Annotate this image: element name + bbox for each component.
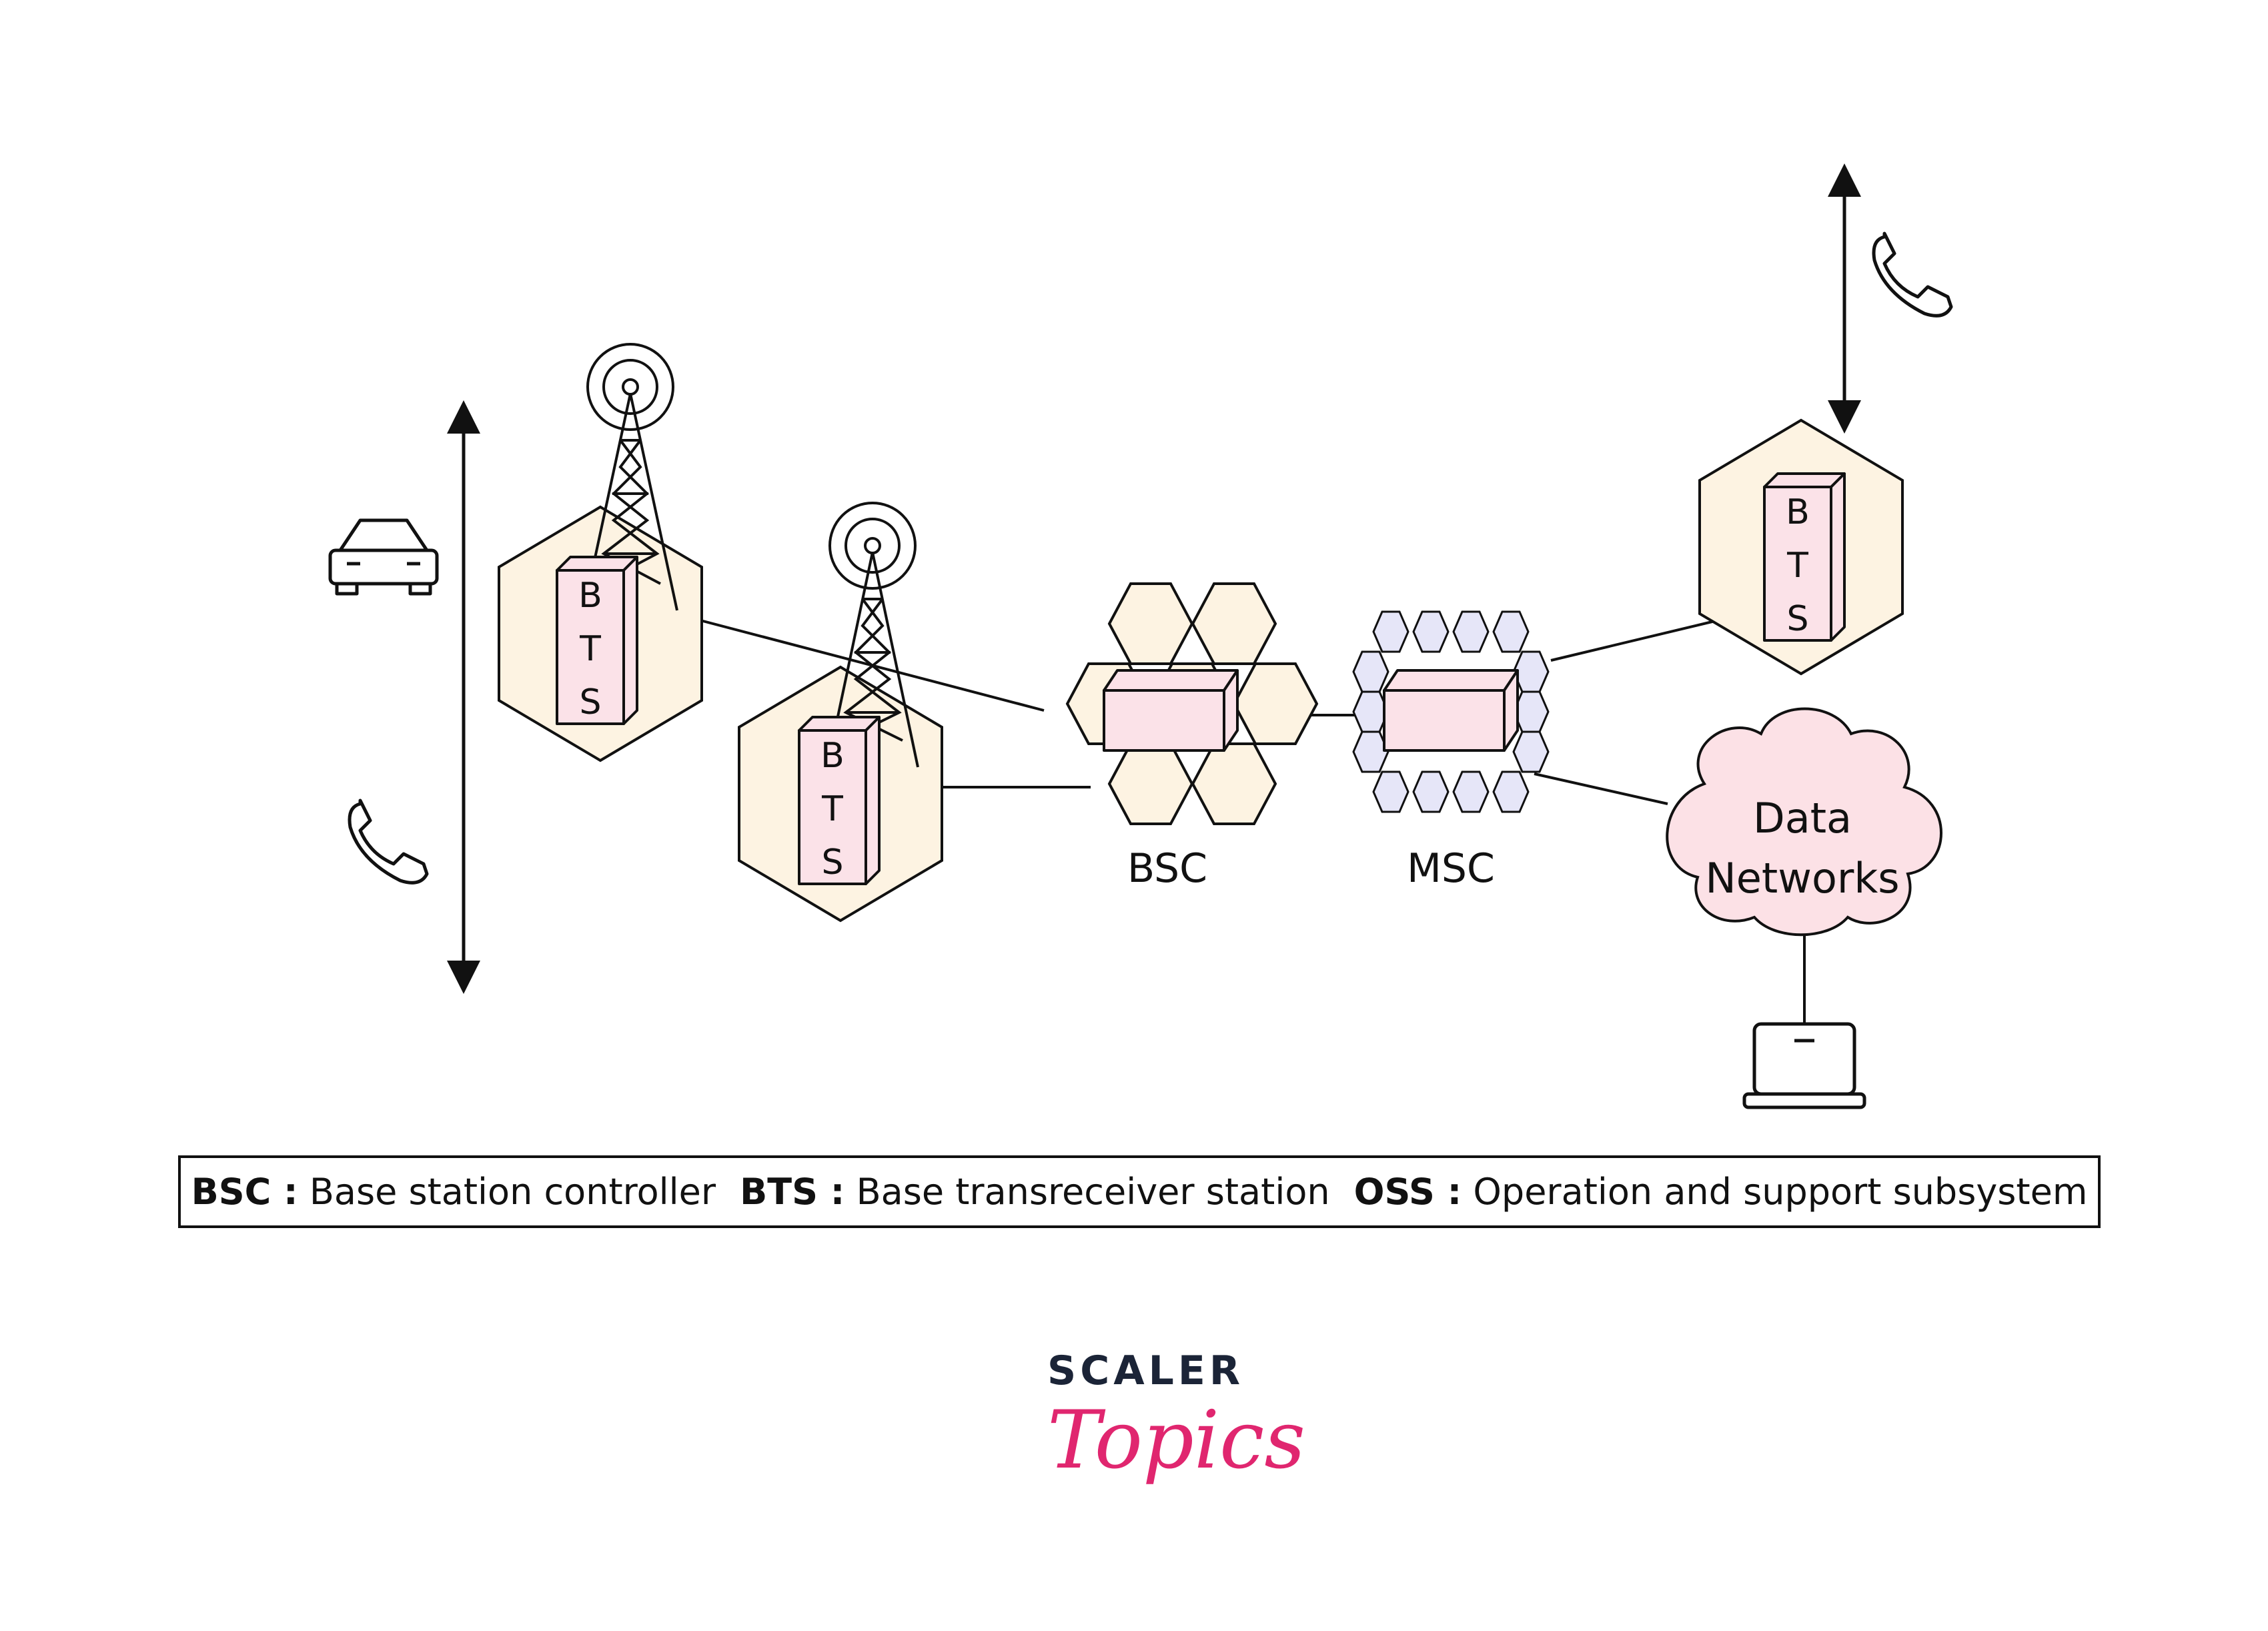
phone-icon <box>1872 231 1953 318</box>
bts-unit-1 <box>556 556 638 725</box>
bts-unit-3 <box>1763 472 1846 642</box>
legend-key: BTS : <box>740 1171 845 1213</box>
bts-2-letter-t: T <box>821 789 843 829</box>
brand-wordmark-top: SCALER <box>1047 1347 1245 1394</box>
data-networks-line2: Networks <box>1705 854 1899 903</box>
legend-value: Base transreceiver station <box>856 1171 1330 1213</box>
phone-icon <box>348 798 429 885</box>
legend-box: BSC : Base station controller BTS : Base… <box>178 1155 2101 1228</box>
bts-1-letter-b: B <box>578 576 602 616</box>
brand-wordmark-bottom: Topics <box>1047 1394 1305 1487</box>
bsc-unit <box>1103 669 1239 752</box>
brand-logo: SCALER Topics <box>1041 1347 1305 1528</box>
msc-label: MSC <box>1407 845 1495 892</box>
cloud-icon <box>1666 707 1942 937</box>
laptop-icon <box>1742 1022 1866 1109</box>
bts-unit-2 <box>798 716 881 885</box>
legend-key: BSC : <box>191 1171 298 1213</box>
legend-value: Operation and support subsystem <box>1473 1171 2088 1213</box>
legend-value: Base station controller <box>309 1171 716 1213</box>
bts-2-letter-s: S <box>821 843 843 883</box>
link-msc-bts3 <box>1550 619 1718 662</box>
car-icon <box>328 518 439 596</box>
data-networks-line1: Data <box>1753 794 1852 843</box>
bts-3-letter-t: T <box>1786 546 1808 586</box>
bts-3-letter-s: S <box>1786 599 1808 639</box>
bts-1-letter-s: S <box>579 682 601 722</box>
legend-key: OSS : <box>1353 1171 1462 1213</box>
bsc-label: BSC <box>1127 845 1207 892</box>
legend-entry-oss: OSS : Operation and support subsystem <box>1354 1171 2088 1213</box>
link-msc-datanet <box>1534 772 1668 805</box>
bts-1-letter-t: T <box>579 629 601 669</box>
msc-cell-cluster <box>1352 610 1550 813</box>
bts-3-letter-b: B <box>1786 492 1810 532</box>
legend-entry-bsc: BSC : Base station controller <box>191 1171 716 1213</box>
bts-2-letter-b: B <box>820 736 844 776</box>
legend-entry-bts: BTS : Base transreceiver station <box>740 1171 1329 1213</box>
msc-unit <box>1383 669 1519 752</box>
